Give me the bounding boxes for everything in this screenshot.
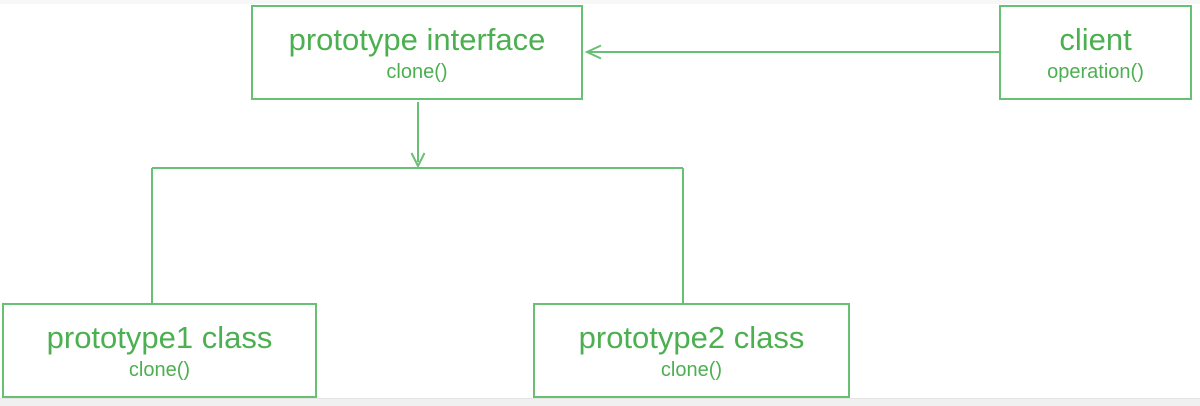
node-title: client [1059, 21, 1132, 57]
node-client: client operation() [999, 5, 1192, 100]
node-prototype2-class: prototype2 class clone() [533, 303, 850, 398]
node-title: prototype2 class [578, 319, 805, 355]
node-method: clone() [386, 60, 448, 83]
node-method: operation() [1047, 60, 1144, 83]
node-title: prototype interface [288, 21, 546, 57]
edge-interface-to-branch [151, 102, 684, 303]
page-bottom-strip [0, 398, 1200, 406]
node-prototype-interface: prototype interface clone() [251, 5, 583, 100]
node-prototype1-class: prototype1 class clone() [2, 303, 317, 398]
node-method: clone() [128, 358, 191, 381]
edge-client-to-interface [584, 44, 999, 60]
node-title: prototype1 class [46, 319, 273, 355]
page-top-edge [0, 0, 1200, 4]
node-method: clone() [660, 358, 723, 381]
